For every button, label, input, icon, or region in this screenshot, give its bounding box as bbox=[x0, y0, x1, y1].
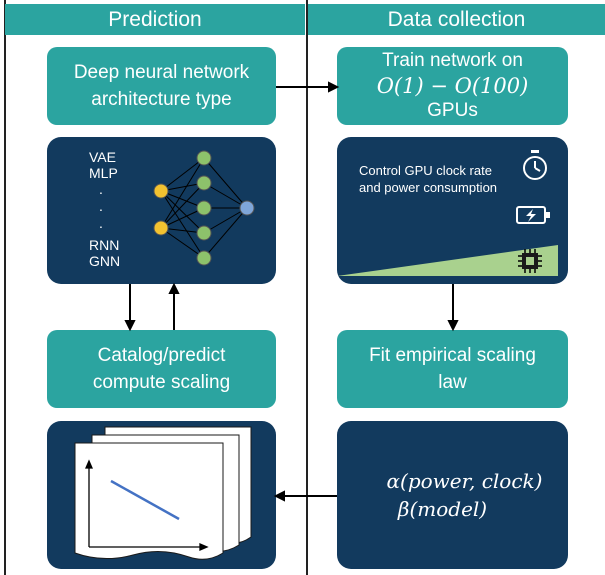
plots-panel bbox=[47, 421, 276, 569]
model-panel: VAE MLP . . . RNN GNN bbox=[47, 137, 276, 284]
model-rnn: RNN bbox=[89, 237, 120, 253]
header-data-collection-label: Data collection bbox=[387, 7, 526, 31]
train-network-box: Train network on O(1) − O(100) GPUs bbox=[337, 47, 568, 125]
formula-alpha: α(power, clock) bbox=[386, 469, 543, 493]
gpu-control-panel: Control GPU clock rate and power consump… bbox=[337, 137, 568, 284]
catalog-label: Catalog/predict compute scaling bbox=[92, 345, 231, 393]
neural-network-icon bbox=[153, 150, 255, 266]
stacked-plots-icon bbox=[74, 426, 252, 560]
header-prediction-label: Prediction bbox=[108, 7, 202, 31]
model-dot-1: . bbox=[99, 181, 103, 197]
train-math: O(1) − O(100) bbox=[376, 74, 529, 98]
architecture-box: Deep neural network architecture type bbox=[47, 47, 276, 125]
timer-icon bbox=[523, 150, 547, 180]
header-prediction: Prediction bbox=[5, 4, 305, 35]
battery-charging-icon bbox=[516, 206, 550, 224]
left-border bbox=[4, 0, 6, 575]
trend-line bbox=[110, 479, 180, 521]
model-mlp: MLP bbox=[89, 165, 118, 181]
catalog-box: Catalog/predict compute scaling bbox=[47, 330, 276, 408]
fit-scaling-label: Fit empirical scaling law bbox=[369, 345, 536, 393]
train-line1: Train network on bbox=[382, 50, 523, 71]
model-gnn: GNN bbox=[89, 253, 121, 269]
architecture-label: Deep neural network architecture type bbox=[73, 62, 250, 110]
formula-panel: α(power, clock) β(model) bbox=[337, 421, 568, 569]
gpu-control-text: Control GPU clock rate and power consump… bbox=[359, 163, 498, 195]
model-dot-3: . bbox=[99, 215, 103, 231]
formula-beta: β(model) bbox=[397, 497, 488, 521]
model-dot-2: . bbox=[99, 198, 103, 214]
fit-scaling-box: Fit empirical scaling law bbox=[337, 330, 568, 408]
model-vae: VAE bbox=[89, 149, 116, 165]
ramp-shape bbox=[337, 245, 558, 276]
train-line3: GPUs bbox=[427, 100, 478, 121]
center-divider bbox=[306, 0, 308, 575]
header-data-collection: Data collection bbox=[308, 4, 605, 35]
model-list: VAE MLP . . . RNN GNN bbox=[89, 149, 129, 269]
cpu-chip-icon bbox=[518, 249, 542, 273]
